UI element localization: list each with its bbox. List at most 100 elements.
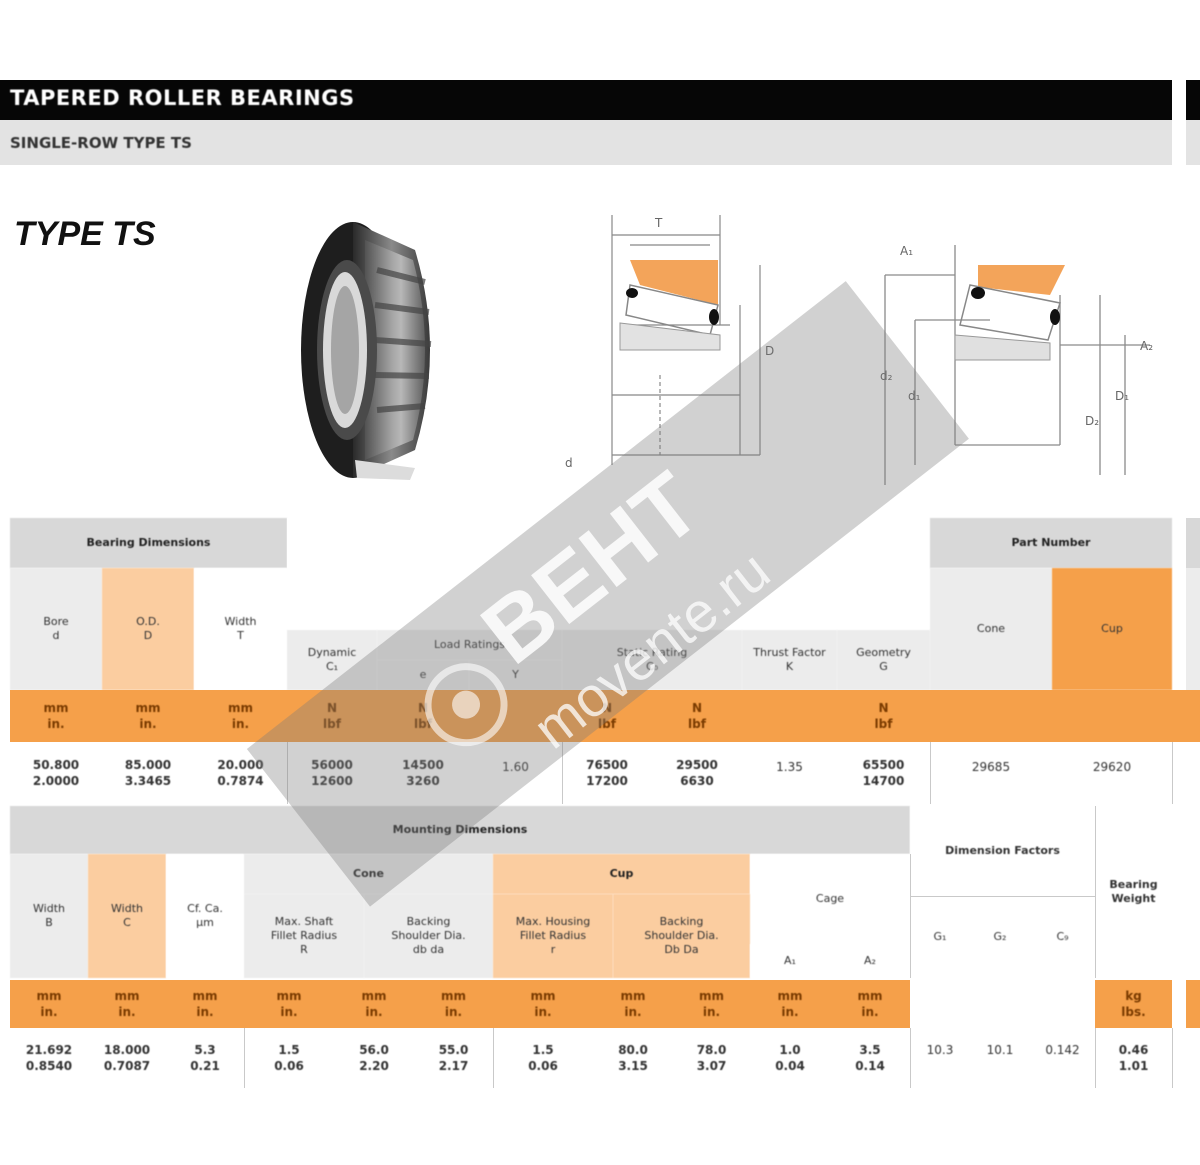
col-a1: A₁ [750, 944, 830, 978]
col-cone-fillet: Max. Shaft Fillet Radius R [244, 894, 364, 978]
col-factor-y: Y [469, 660, 562, 690]
unit-od: mm in. [135, 700, 161, 731]
col-geometry: Geometry G [837, 630, 930, 690]
value2-a1: 1.0 0.04 [775, 1042, 805, 1073]
col-cage: Cage [750, 854, 910, 944]
page-subtitle: SINGLE-ROW TYPE TS [10, 134, 192, 152]
svg-text:A₁: A₁ [900, 244, 913, 258]
group-cup: Cup [493, 854, 750, 894]
unit2-db: mm in. [361, 988, 387, 1019]
col-cone: Cone [930, 568, 1052, 690]
value2-rr: 1.5 0.06 [528, 1042, 558, 1073]
value-e: 1.60 [502, 759, 529, 774]
svg-text:d₂: d₂ [880, 369, 893, 383]
col-cup-fillet: Max. Housing Fillet Radius r [493, 894, 613, 978]
svg-text:D₂: D₂ [1085, 414, 1099, 428]
value-c90: 14500 3260 [402, 757, 444, 788]
unit-k: N lbf [688, 700, 706, 731]
svg-text:T: T [654, 216, 663, 230]
col-od: O.D. D [102, 568, 194, 690]
value-bore: 50.800 2.0000 [32, 757, 80, 788]
header-bar [0, 80, 1172, 120]
unit2-a2: mm in. [857, 988, 883, 1019]
svg-text:d₁: d₁ [908, 389, 921, 403]
units-row-2 [10, 980, 910, 1028]
type-title: TYPE TS [14, 215, 156, 253]
header-bar-edge [1186, 80, 1200, 120]
col-ofs: Cf. Ca. μm [166, 854, 244, 978]
unit2-da: mm in. [440, 988, 466, 1019]
value-y: 1.35 [776, 759, 803, 774]
subheader-bar-edge [1186, 120, 1200, 165]
col-g1: G₁ [910, 896, 970, 978]
unit2-r: mm in. [276, 988, 302, 1019]
value2-da: 55.0 2.17 [438, 1042, 469, 1073]
col-cg: C₉ [1030, 896, 1095, 978]
value2-dbb: 80.0 3.15 [618, 1042, 648, 1073]
group-bearing-dimensions: Bearing Dimensions [10, 518, 287, 568]
col-a2: A₂ [830, 944, 910, 978]
svg-text:A₂: A₂ [1140, 339, 1153, 353]
unit-dynamic: N lbf [323, 700, 341, 731]
unit-width: mm in. [227, 700, 253, 731]
unit2-weight: kg lbs. [1121, 988, 1146, 1019]
unit2-ofs: mm in. [192, 988, 218, 1019]
value2-cg: 0.142 [1045, 1043, 1080, 1058]
cross-section-diagram: T D d [565, 215, 774, 470]
unit2-c: mm in. [114, 988, 140, 1019]
value2-r: 1.5 0.06 [274, 1042, 304, 1073]
group-part-number: Part Number [930, 518, 1172, 568]
value-cup: 29620 [1092, 759, 1132, 774]
page-title: TAPERED ROLLER BEARINGS [10, 86, 355, 110]
col-thrust: Thrust Factor K [742, 630, 837, 690]
value-static: 76500 17200 [586, 757, 628, 788]
col-bearing-weight: Bearing Weight [1095, 806, 1172, 978]
col-bore: Bore d [10, 568, 102, 690]
col-width: Width T [194, 568, 287, 690]
value-g: 65500 14700 [862, 757, 905, 788]
value2-weight: 0.46 1.01 [1118, 1042, 1149, 1073]
col-load-ratings: Load Ratings [377, 630, 562, 660]
value-k: 29500 6630 [676, 757, 718, 788]
group-edge [1186, 518, 1200, 568]
col-cone-backing: Backing Shoulder Dia. db da [364, 894, 493, 978]
group-cone: Cone [244, 854, 493, 894]
value2-ofs: 5.3 0.21 [190, 1042, 220, 1073]
unit-bore: mm in. [43, 700, 69, 731]
group-mounting: Mounting Dimensions [10, 806, 910, 854]
unit-static: N lbf [598, 700, 616, 731]
value-dynamic: 56000 12600 [311, 757, 353, 788]
unit2-daa: mm in. [698, 988, 724, 1019]
value2-a2: 3.5 0.14 [855, 1042, 885, 1073]
svg-text:D₁: D₁ [1115, 389, 1129, 403]
units-row [10, 690, 1200, 742]
col-static: Static Rating C₀ [562, 630, 742, 690]
value2-g2: 10.1 [986, 1043, 1014, 1058]
col-factor-e: e [377, 660, 469, 690]
value2-daa: 78.0 3.07 [696, 1042, 727, 1073]
unit-c90: N lbf [414, 700, 432, 731]
col-dynamic: Dynamic C₁ [287, 630, 377, 690]
subheader-bar [0, 120, 1172, 165]
units-row-2-edge [1186, 980, 1200, 1028]
col-cup-backing: Backing Shoulder Dia. Db Da [613, 894, 750, 978]
mounting-diagram: A₁ A₂ D₁ D₂ d₁ d₂ [880, 244, 1153, 485]
unit2-b: mm in. [36, 988, 62, 1019]
value2-db: 56.0 2.20 [359, 1042, 389, 1073]
group-dimension-factors: Dimension Factors [910, 806, 1095, 896]
unit2-rr: mm in. [530, 988, 556, 1019]
value2-b: 21.692 0.8540 [25, 1042, 73, 1073]
unit-g: N lbf [874, 700, 893, 731]
value-od: 85.000 3.3465 [124, 757, 172, 788]
value2-g1: 10.3 [926, 1043, 954, 1058]
value-width: 20.000 0.7874 [217, 757, 264, 788]
col-edge [1186, 568, 1200, 690]
bearing-image [301, 222, 432, 480]
unit2-dbb: mm in. [620, 988, 646, 1019]
group-load-spacer [287, 518, 930, 630]
col-width-b: Width B [10, 854, 88, 978]
col-cup: Cup [1052, 568, 1172, 690]
value2-c: 18.000 0.7087 [103, 1042, 151, 1073]
units-row-2-weight [1095, 980, 1172, 1028]
col-width-c: Width C [88, 854, 166, 978]
